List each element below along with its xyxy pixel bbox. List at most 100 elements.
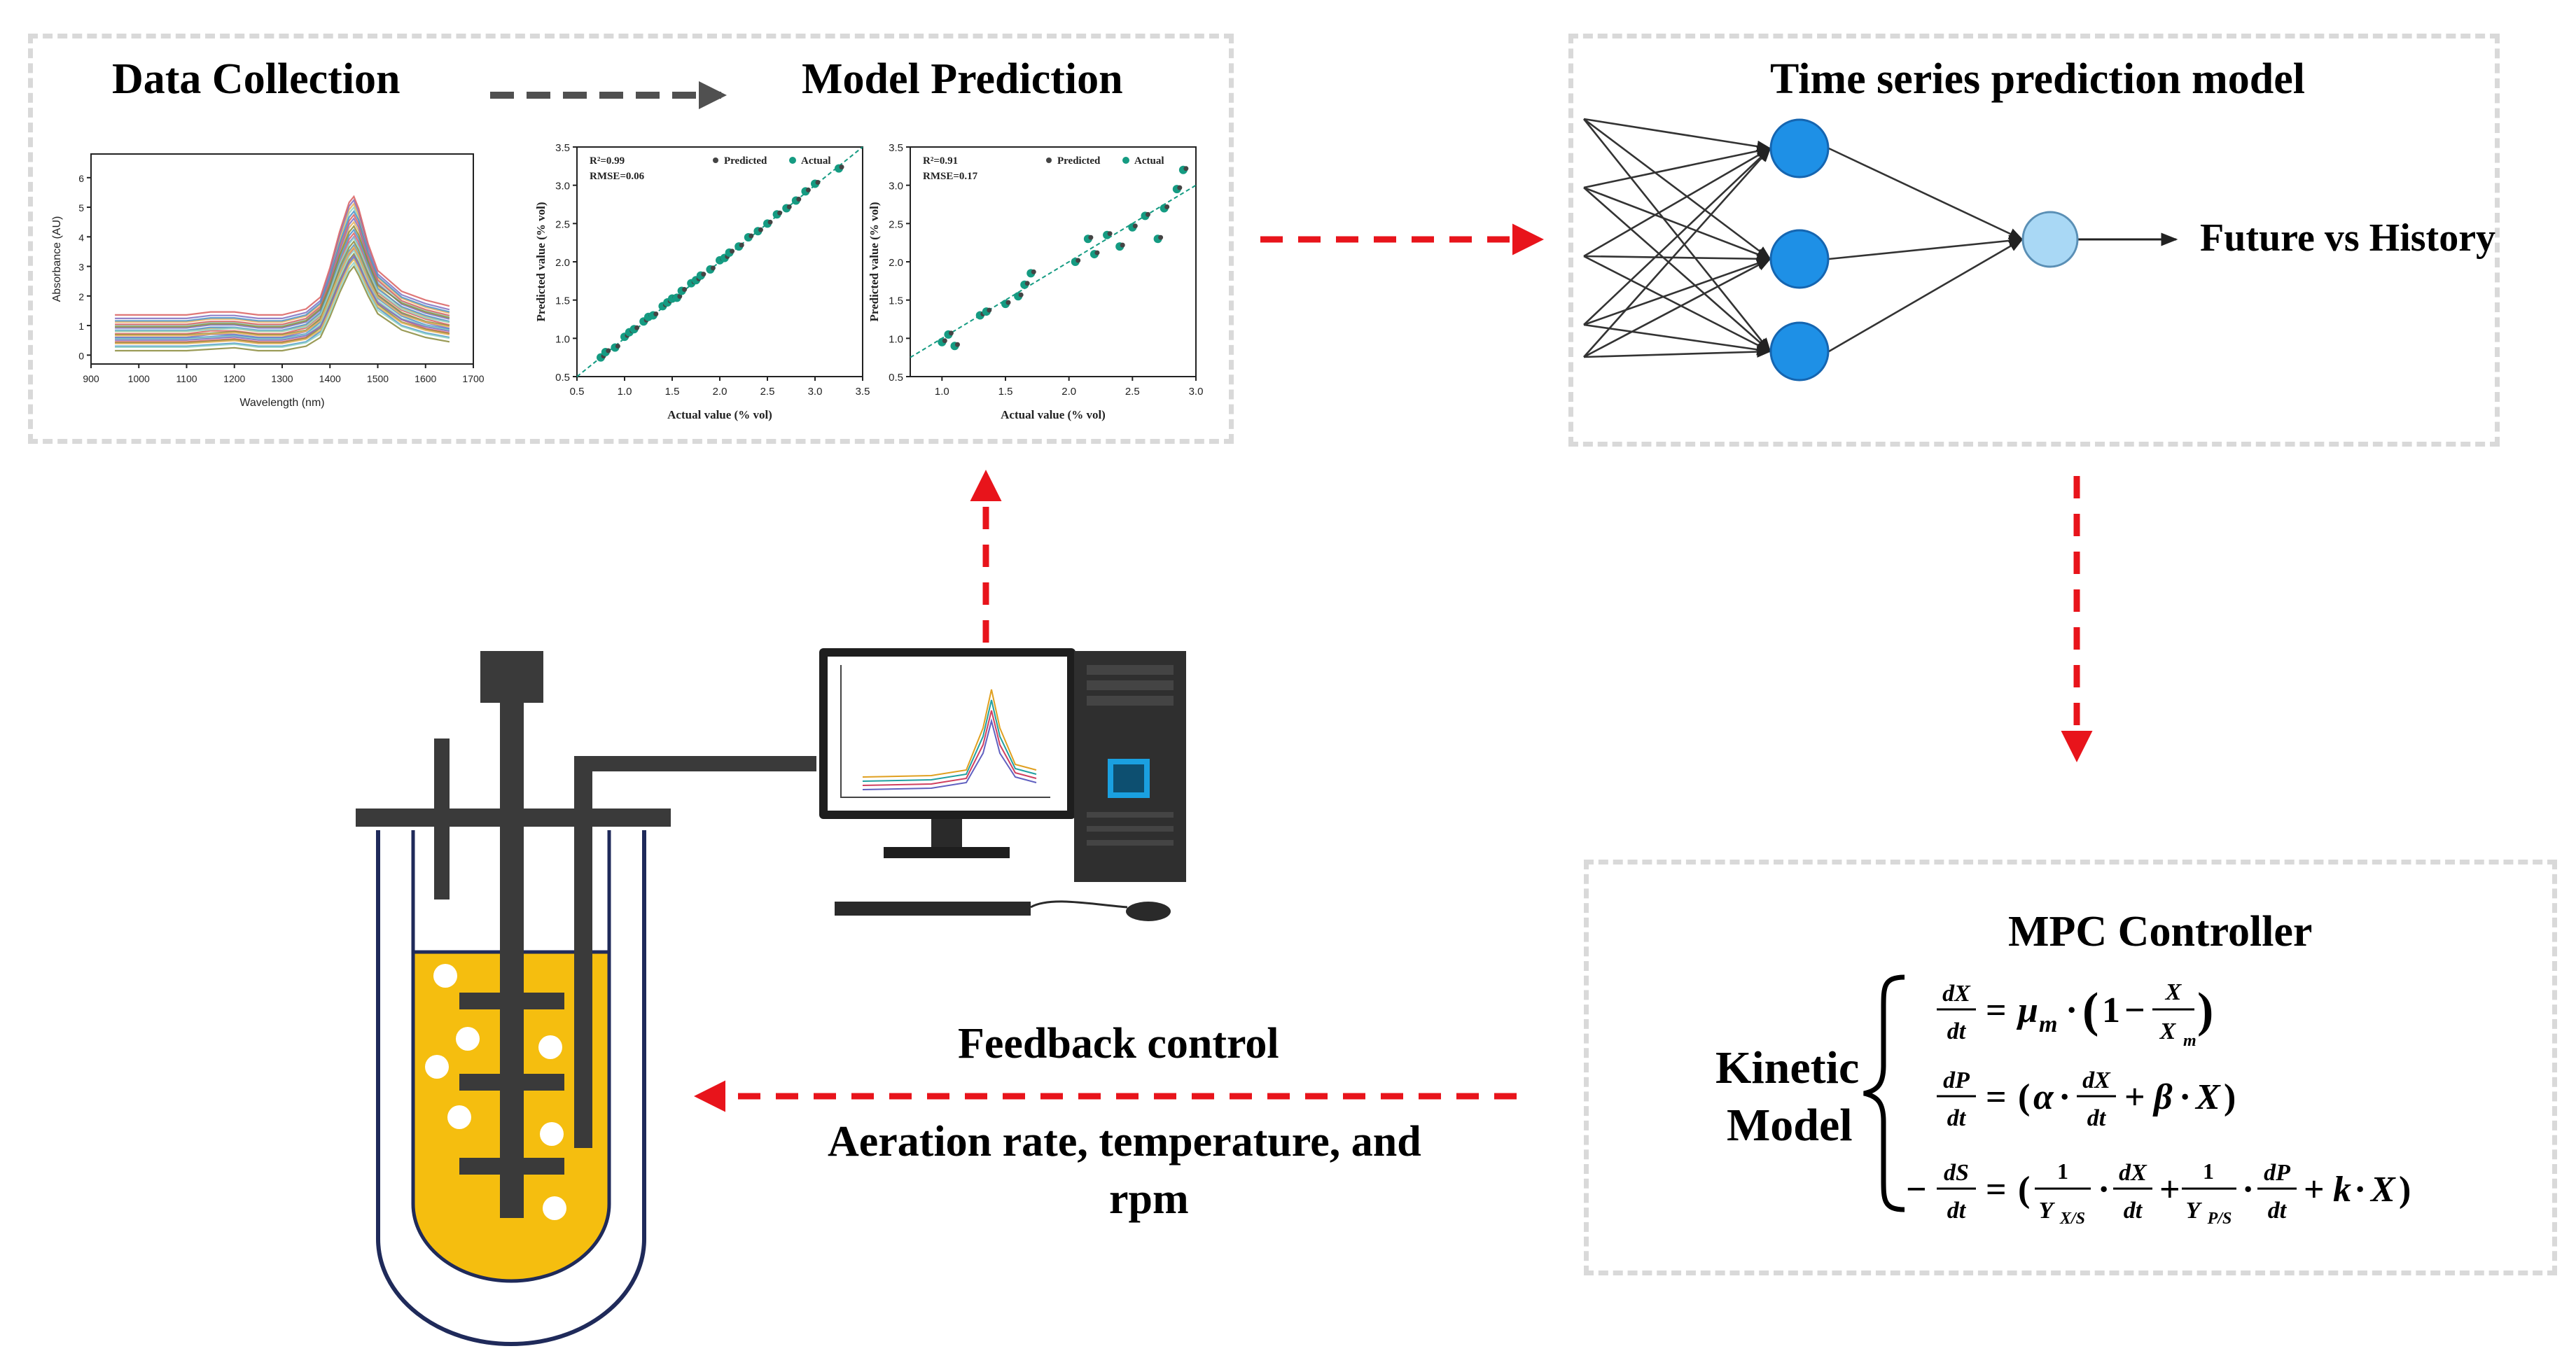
legend-marker-actual <box>1122 157 1129 164</box>
predicted-point <box>1183 166 1189 172</box>
x-tick-label: 1300 <box>271 373 293 384</box>
x-tick-label: 1400 <box>319 373 341 384</box>
output-neuron <box>2021 211 2079 268</box>
predicted-point <box>730 248 735 254</box>
x-tick-label: 1000 <box>128 373 150 384</box>
mouse <box>1126 902 1171 921</box>
y-axis-label: Absorbance (AU) <box>51 216 63 302</box>
mpc-controller-title: MPC Controller <box>2008 908 2313 955</box>
annotation: RMSE=0.17 <box>923 171 978 182</box>
nn-edge-in-2-1 <box>1583 253 1772 265</box>
predicted-point <box>1145 211 1150 217</box>
predicted-point <box>739 242 744 248</box>
kinetic-equations: dX dt = μ m · ( 1 − X X m ) dP dt <box>1906 979 2411 1228</box>
impeller-2 <box>459 1074 564 1091</box>
nn-edge-in-1-0 <box>1583 145 1772 189</box>
spectrum-line <box>115 214 450 326</box>
svg-text:·: · <box>2059 1077 2070 1117</box>
x-tick-label: 3.0 <box>808 386 823 398</box>
legend-marker-actual <box>789 157 796 164</box>
y-tick-label: 3.5 <box>555 142 570 154</box>
impeller-3 <box>459 1158 564 1175</box>
predicted-point <box>942 338 947 344</box>
equation-2: dP dt = ( α · dX dt + β · X ) <box>1937 1068 2236 1131</box>
y-tick-label: 4 <box>78 232 84 243</box>
svg-text:X: X <box>2165 979 2182 1005</box>
predicted-point <box>682 287 688 293</box>
legend-actual: Actual <box>1134 155 1164 167</box>
predicted-point <box>839 164 844 170</box>
spectrum-line <box>115 237 450 332</box>
nn-edge-in-2-2 <box>1583 255 1771 353</box>
svg-text:=: = <box>1986 1170 2007 1210</box>
model-label: Model <box>1727 1100 1853 1151</box>
predicted-point <box>786 204 792 209</box>
predicted-point <box>758 227 763 232</box>
predicted-point <box>615 343 620 349</box>
y-tick-label: 3.5 <box>889 142 903 154</box>
y-tick-label: 5 <box>78 202 84 214</box>
air-bubbles <box>425 964 566 1220</box>
predicted-point <box>1024 281 1030 286</box>
impeller-1 <box>459 993 564 1009</box>
svg-text:X: X <box>2194 1077 2221 1117</box>
y-tick-label: 1.0 <box>889 333 903 345</box>
predicted-point <box>796 197 802 202</box>
mpc-panel <box>1584 860 2557 1275</box>
nn-edge-in-1-2 <box>1583 187 1771 353</box>
spectrum-line <box>115 195 450 316</box>
stirrer-shaft <box>500 700 524 1218</box>
reactor-outer-vessel <box>376 830 646 1346</box>
svg-text:+: + <box>2304 1170 2325 1210</box>
keyboard <box>835 902 1031 916</box>
predicted-point <box>749 233 754 239</box>
spectrum-line <box>115 240 450 336</box>
left-probe <box>434 738 450 899</box>
y-tick-label: 2.0 <box>555 257 570 269</box>
legend-predicted: Predicted <box>1057 155 1101 167</box>
svg-text:m: m <box>2039 1011 2057 1037</box>
feedback-subtitle-line2: rpm <box>1109 1175 1189 1223</box>
svg-text:α: α <box>2033 1077 2054 1117</box>
svg-text:Y: Y <box>2186 1198 2203 1224</box>
neural-network <box>1582 118 2178 382</box>
predicted-point <box>948 330 954 336</box>
y-tick-label: 2.5 <box>889 218 903 230</box>
plot-frame <box>90 153 474 365</box>
hidden-neuron-2 <box>1769 229 1830 289</box>
predicted-point <box>777 210 783 216</box>
svg-text:1: 1 <box>2102 990 2120 1030</box>
y-tick-label: 1.0 <box>555 333 570 345</box>
predicted-point <box>1018 292 1024 298</box>
equation-1: dX dt = μ m · ( 1 − X X m ) <box>1937 979 2213 1050</box>
predicted-point <box>987 307 992 313</box>
data-model-panel <box>28 34 1234 444</box>
x-tick-label: 1500 <box>367 373 389 384</box>
feedback-control-title: Feedback control <box>958 1020 1279 1068</box>
x-tick-label: 1100 <box>176 373 197 384</box>
svg-text:): ) <box>2224 1077 2236 1117</box>
svg-text:X: X <box>2369 1170 2396 1210</box>
predicted-point <box>653 312 659 317</box>
data-collection-title: Data Collection <box>112 55 401 103</box>
monitor-neck <box>931 819 962 850</box>
y-tick-label: 2.0 <box>889 257 903 269</box>
spectrum-line <box>115 261 450 348</box>
monitor-base <box>884 847 1010 858</box>
feedback-subtitle-line1: Aeration rate, temperature, and <box>828 1118 1421 1166</box>
x-tick-label: 2.5 <box>760 386 775 398</box>
predicted-point <box>805 187 811 192</box>
legend-marker-predicted <box>713 158 718 163</box>
svg-text:dX: dX <box>1942 981 1971 1007</box>
svg-text:μ: μ <box>2016 990 2038 1030</box>
x-tick-label: 2.5 <box>1125 386 1140 398</box>
y-tick-label: 0.5 <box>889 372 903 384</box>
spectrum-line <box>115 225 450 328</box>
kinetic-brace <box>1863 974 1905 1212</box>
y-tick-label: 2.5 <box>555 218 570 230</box>
nn-edge-in-4-0 <box>1583 147 1771 358</box>
x-axis-label: Actual value (% vol) <box>667 408 772 421</box>
predicted-point <box>1094 250 1100 255</box>
spectrum-line <box>115 198 450 319</box>
